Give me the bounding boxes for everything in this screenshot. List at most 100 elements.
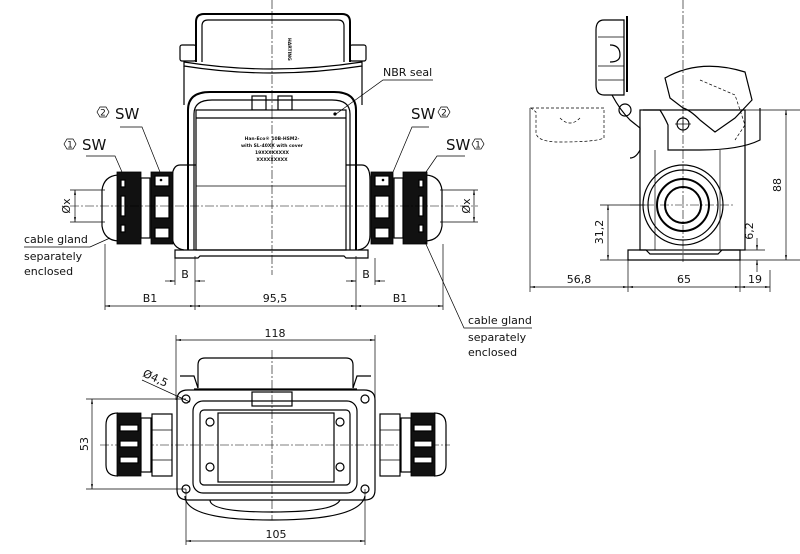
- side-base-plate: [627, 249, 741, 261]
- hex-marker-1-right: [471, 138, 485, 150]
- nut-slot: [119, 456, 139, 464]
- cable-gland-right-line-2: separately: [468, 331, 527, 344]
- locknut-window: [374, 227, 390, 239]
- top-left-cable-gland: [105, 412, 173, 477]
- hex-marker-2-right: [437, 106, 451, 118]
- right-gland-cap: [425, 174, 443, 242]
- front-lid-outer: [195, 13, 351, 62]
- side-dim-left: 56,8: [567, 273, 592, 286]
- handle-bow-outer: [187, 91, 357, 250]
- nut-slot: [120, 224, 126, 233]
- sw-left-2-leader: [120, 126, 161, 173]
- handle-bow-inner: [193, 99, 351, 250]
- nut-slot: [413, 456, 433, 464]
- sw-left-1-leader: [86, 155, 123, 173]
- dim-hole-leader: [141, 379, 191, 403]
- sw-left-1-marker: 1: [67, 141, 73, 151]
- sw-left-2-label: SW: [115, 105, 140, 123]
- top-opening: [199, 409, 351, 486]
- nut-slot: [418, 224, 424, 233]
- side-housing-body: [639, 109, 746, 251]
- cable-gland-left-line-2: separately: [24, 250, 83, 263]
- sw-right-2-leader: [392, 126, 429, 173]
- dim-b1-right: B1: [393, 292, 408, 305]
- sw-left-2-marker: 2: [100, 109, 106, 119]
- insert-screw: [335, 462, 345, 472]
- top-gland-cap: [433, 412, 447, 477]
- nut-slot: [120, 179, 126, 188]
- top-lid: [197, 357, 354, 388]
- top-gland-cap: [105, 412, 119, 477]
- side-dim-width: 65: [677, 273, 691, 286]
- nut-slot: [413, 440, 433, 448]
- right-side-bulge: [346, 164, 371, 251]
- hex-marker-2-left: [96, 106, 110, 118]
- side-dim-height: 88: [771, 178, 784, 192]
- top-gland-locknut: [151, 413, 173, 477]
- cable-gland-right-line-3: enclosed: [468, 346, 517, 359]
- top-inner-frame: [192, 400, 358, 494]
- top-housing-outline: [176, 389, 376, 501]
- latch-left: [251, 95, 267, 111]
- side-dim-base: 6,2: [743, 222, 756, 240]
- cable-gland-left-line-3: enclosed: [24, 265, 73, 278]
- dim-center: 95,5: [263, 292, 288, 305]
- product-label-line-4: XXXXXXXXX: [256, 157, 288, 163]
- ghost-knob: [559, 117, 581, 124]
- side-lid-closed-ghost: [530, 107, 605, 143]
- front-lid-inner: [201, 19, 345, 62]
- side-housing-top: [643, 108, 761, 151]
- side-lid-knob: [609, 44, 621, 63]
- sw-right-1-label: SW: [446, 136, 471, 154]
- cable-gland-right-line-1: cable gland: [468, 314, 532, 327]
- cable-gland-left-leader: [24, 237, 111, 248]
- locknut-window: [154, 175, 170, 187]
- product-label-line-3: 19XXXXXXXX: [255, 150, 290, 156]
- front-base-plate: [174, 249, 369, 259]
- right-diameter-label: Øx: [460, 198, 473, 214]
- cable-gland-right-leader: [424, 241, 532, 329]
- right-cable-gland: [370, 171, 443, 245]
- front-view: HARTING Han-Eco® 10B-HSM2- with SL-40XX …: [24, 0, 532, 359]
- gland-neck: [393, 177, 404, 239]
- top-dim-width-top: 118: [265, 327, 286, 340]
- hex-marker-1-left: [63, 138, 77, 150]
- dim-b-left: B: [181, 268, 189, 281]
- lid-bottom-rim: [183, 61, 363, 74]
- side-lid-pivot: [618, 103, 632, 117]
- insert-screw: [205, 417, 215, 427]
- top-right-cable-gland: [379, 412, 447, 477]
- side-view: 88 31,2 6,2 56,8 65 19: [529, 0, 800, 292]
- product-label-line-2: with SL-40XX with cover: [241, 143, 304, 149]
- sw-right-1-leader: [425, 155, 465, 173]
- dim-b-right: B: [362, 268, 370, 281]
- locknut-window: [374, 175, 390, 187]
- top-lid-tabs: [180, 375, 371, 389]
- insert-screw: [335, 417, 345, 427]
- sw-right-2-marker: 2: [441, 109, 447, 119]
- top-dim-width-bottom: 105: [266, 528, 287, 541]
- left-gland-cap: [101, 174, 119, 242]
- side-dim-right: 19: [748, 273, 762, 286]
- nbr-seal-leader: [335, 79, 433, 115]
- gland-neck: [400, 417, 412, 473]
- dim-b1-left: B1: [143, 292, 158, 305]
- locknut-window: [374, 195, 390, 219]
- locknut-dot: [159, 178, 163, 182]
- left-side-bulge: [171, 164, 196, 251]
- locknut-window: [154, 195, 170, 219]
- top-dim-height: 53: [78, 437, 91, 451]
- side-lid-open: [595, 19, 625, 96]
- side-dim-axis: 31,2: [593, 220, 606, 245]
- top-view: 118 105 53 Ø4,5: [78, 327, 450, 545]
- gland-neck: [140, 177, 151, 239]
- nut-slot: [413, 424, 433, 432]
- sw-left-1-label: SW: [82, 136, 107, 154]
- latch-right: [277, 95, 293, 111]
- sw-right-1-marker: 1: [475, 141, 481, 151]
- gland-neck: [140, 417, 152, 473]
- top-insert: [217, 412, 335, 483]
- product-label-line-1: Han-Eco® 10B-HSM2-: [245, 136, 300, 142]
- nut-slot: [119, 440, 139, 448]
- lid-hinge-left: [179, 44, 197, 62]
